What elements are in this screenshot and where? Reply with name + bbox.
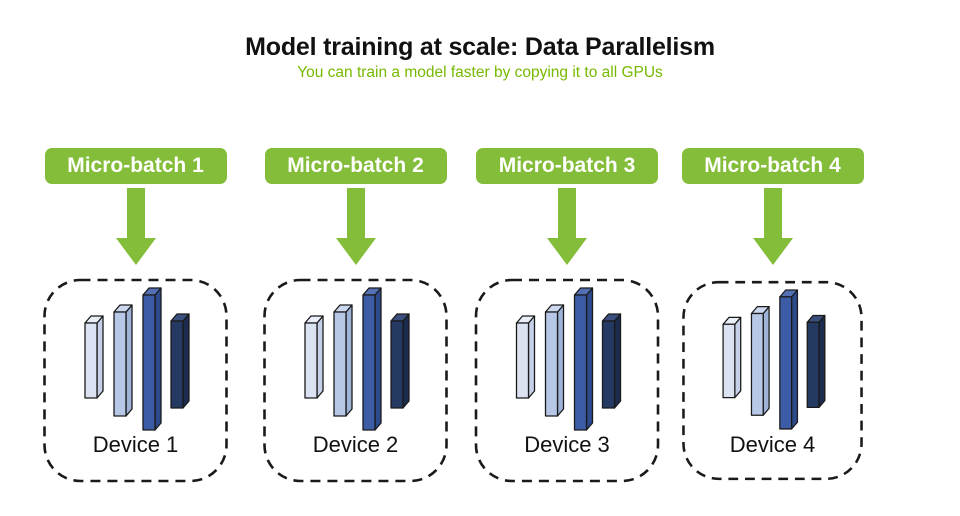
device-3-label: Device 3 [524, 432, 610, 457]
page-title: Model training at scale: Data Parallelis… [245, 33, 715, 61]
micro-batch-4-label: Micro-batch 4 [681, 148, 864, 184]
down-arrow-icon [547, 188, 587, 265]
device-box-4: Device 4 [682, 278, 863, 484]
model-layer-2 [113, 311, 127, 417]
model-layer-4 [818, 314, 826, 409]
pipeline-columns: Micro-batch 1 Device 1 Micro-batch 2 Dev… [0, 148, 960, 516]
model-layer-1 [527, 315, 536, 399]
down-arrow-icon [115, 188, 156, 265]
model-layer-2 [345, 304, 353, 417]
pipeline-column-4: Micro-batch 4 Device 4 [681, 148, 864, 516]
model-layer-2 [544, 311, 559, 417]
device-1-model-bars-icon [43, 278, 228, 483]
model-layer-1 [316, 315, 324, 399]
model-layer-4 [170, 320, 184, 409]
page-subtitle: You can train a model faster by copying … [297, 64, 663, 81]
model-layer-1 [96, 315, 104, 399]
model-layer-3 [142, 294, 156, 431]
model-layer-4 [806, 321, 820, 409]
model-layer-3 [779, 296, 793, 430]
model-layer-4 [601, 320, 616, 409]
model-layer-4 [402, 313, 410, 409]
device-box-2: Device 2 [263, 278, 448, 484]
model-layer-2 [750, 312, 764, 416]
device-2-label: Device 2 [312, 432, 399, 457]
model-layer-1 [722, 323, 736, 399]
down-arrow-icon [335, 188, 376, 265]
micro-batch-3-label: Micro-batch 3 [476, 148, 658, 184]
device-box-3: Device 3 [474, 278, 660, 484]
device-2-model-bars-icon [263, 278, 448, 483]
pipeline-column-3: Micro-batch 3 Device 3 [474, 148, 660, 516]
model-layer-1 [84, 322, 98, 399]
device-dashed-border [43, 278, 228, 483]
model-layer-1 [734, 316, 742, 399]
model-layer-2 [125, 304, 133, 417]
model-layer-3 [374, 287, 382, 431]
device-dashed-border [263, 278, 448, 483]
model-layer-3 [573, 294, 588, 431]
device-dashed-border [682, 280, 863, 481]
micro-batch-1-label: Micro-batch 1 [44, 148, 227, 184]
pipeline-column-2: Micro-batch 2 Device 2 [263, 148, 448, 516]
model-layer-1 [304, 322, 318, 399]
device-dashed-border [474, 278, 660, 483]
model-layer-1 [515, 322, 530, 399]
device-1-label: Device 1 [92, 432, 179, 457]
device-4-label: Device 4 [729, 432, 816, 457]
model-layer-3 [790, 289, 799, 430]
model-layer-3 [362, 294, 376, 431]
model-layer-3 [585, 287, 594, 431]
device-4-model-bars-icon [682, 280, 863, 481]
device-3-model-bars-icon [474, 278, 660, 483]
micro-batch-2-label: Micro-batch 2 [264, 148, 447, 184]
device-box-1: Device 1 [43, 278, 228, 484]
model-layer-3 [154, 287, 162, 431]
model-layer-2 [762, 306, 770, 416]
model-layer-4 [182, 313, 190, 409]
model-layer-4 [613, 313, 622, 409]
pipeline-column-1: Micro-batch 1 Device 1 [43, 148, 228, 516]
down-arrow-icon [752, 188, 793, 265]
model-layer-4 [390, 320, 404, 409]
model-layer-2 [556, 304, 565, 417]
model-layer-2 [333, 311, 347, 417]
